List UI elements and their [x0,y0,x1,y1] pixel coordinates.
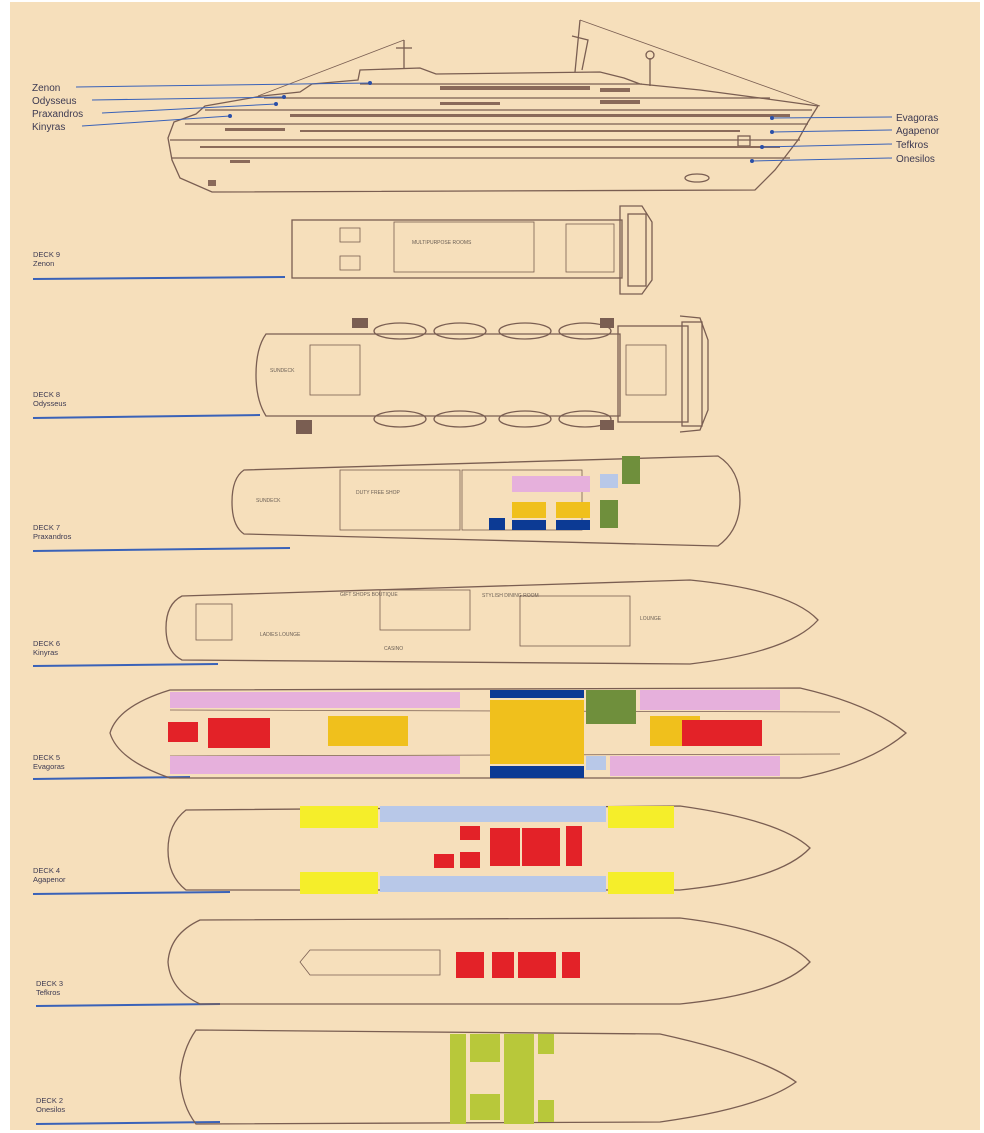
deck-5-name: Evagoras [33,762,65,771]
deck-6-label: DECK 6 Kinyras [32,639,219,667]
profile-label-praxandros: Praxandros [32,109,83,120]
deck-5-cabins [168,690,780,778]
deck-9-number: DECK 9 [33,250,60,259]
deck-6-dining-label: STYLISH DINING ROOM [482,593,539,599]
deck-4-cabins [300,806,674,894]
deck-3-plan [167,917,811,1005]
deck-8-name: Odysseus [33,399,67,408]
ship-profile [167,19,821,193]
deck-8-sundeck-label: SUNDECK [270,368,295,374]
deck-6-number: DECK 6 [33,639,60,648]
deck-2-cabins [450,1034,554,1124]
deck-8-number: DECK 8 [33,390,60,399]
deck-9-plan: MULTIPURPOSE ROOMS [291,205,653,295]
deck-7-cabins [489,456,640,530]
profile-labels-right: Evagoras Agapenor Tefkros Onesilos [750,113,940,165]
deck-4-name: Agapenor [33,875,66,884]
deck-9-label: DECK 9 Zenon [32,250,286,280]
deck-9-multipurpose-label: MULTIPURPOSE ROOMS [412,240,472,246]
deck-5-label: DECK 5 Evagoras [32,753,191,780]
deck-3-number: DECK 3 [36,979,63,988]
deck-6-lounge-label: LOUNGE [640,616,662,622]
deck-7-plan: SUNDECK DUTY FREE SHOP [231,455,741,547]
profile-label-onesilos: Onesilos [896,154,935,165]
profile-portholes [200,86,790,186]
deck-labels: DECK 9 Zenon DECK 8 Odysseus DECK 7 Prax… [32,250,291,1125]
deck-8-label: DECK 8 Odysseus [32,390,261,419]
deck-7-label: DECK 7 Praxandros [32,523,291,552]
deck-8-stairs [296,318,614,434]
deck-4-label: DECK 4 Agapenor [32,866,231,895]
deck-6-casino-label: CASINO [384,646,403,652]
deck-3-name: Tefkros [36,988,60,997]
deck-2-number: DECK 2 [36,1096,63,1105]
deck-2-name: Onesilos [36,1105,65,1114]
deck-2-label: DECK 2 Onesilos [35,1096,221,1125]
deck-3-label: DECK 3 Tefkros [35,979,221,1007]
profile-labels-left: Zenon Odysseus Praxandros Kinyras [32,81,372,133]
profile-label-tefkros: Tefkros [896,140,928,151]
profile-label-evagoras: Evagoras [896,113,938,124]
deck-6-plan: GIFT SHOPS BOUTIQUE STYLISH DINING ROOM … [165,579,819,665]
profile-label-agapenor: Agapenor [896,126,940,137]
deck-2-plan [179,1029,798,1125]
deck-7-sundeck-label: SUNDECK [256,498,281,504]
deck-4-plan [167,805,811,891]
deck-7-duty-free-label: DUTY FREE SHOP [356,490,400,496]
deck-6-name: Kinyras [33,648,58,657]
deck-9-name: Zenon [33,259,54,268]
deck-8-plan: SUNDECK [255,315,709,433]
paper-background [10,2,980,1130]
deck-7-number: DECK 7 [33,523,60,532]
deck-3-cabins [456,952,580,978]
deck-5-number: DECK 5 [33,753,60,762]
deck-6-gift-shop-label: GIFT SHOPS BOUTIQUE [340,592,398,598]
profile-label-zenon: Zenon [32,83,60,94]
deck-4-number: DECK 4 [33,866,60,875]
deck-7-name: Praxandros [33,532,72,541]
deck-6-ladies-lounge-label: LADIES LOUNGE [260,632,301,638]
profile-label-odysseus: Odysseus [32,96,76,107]
profile-label-kinyras: Kinyras [32,122,65,133]
